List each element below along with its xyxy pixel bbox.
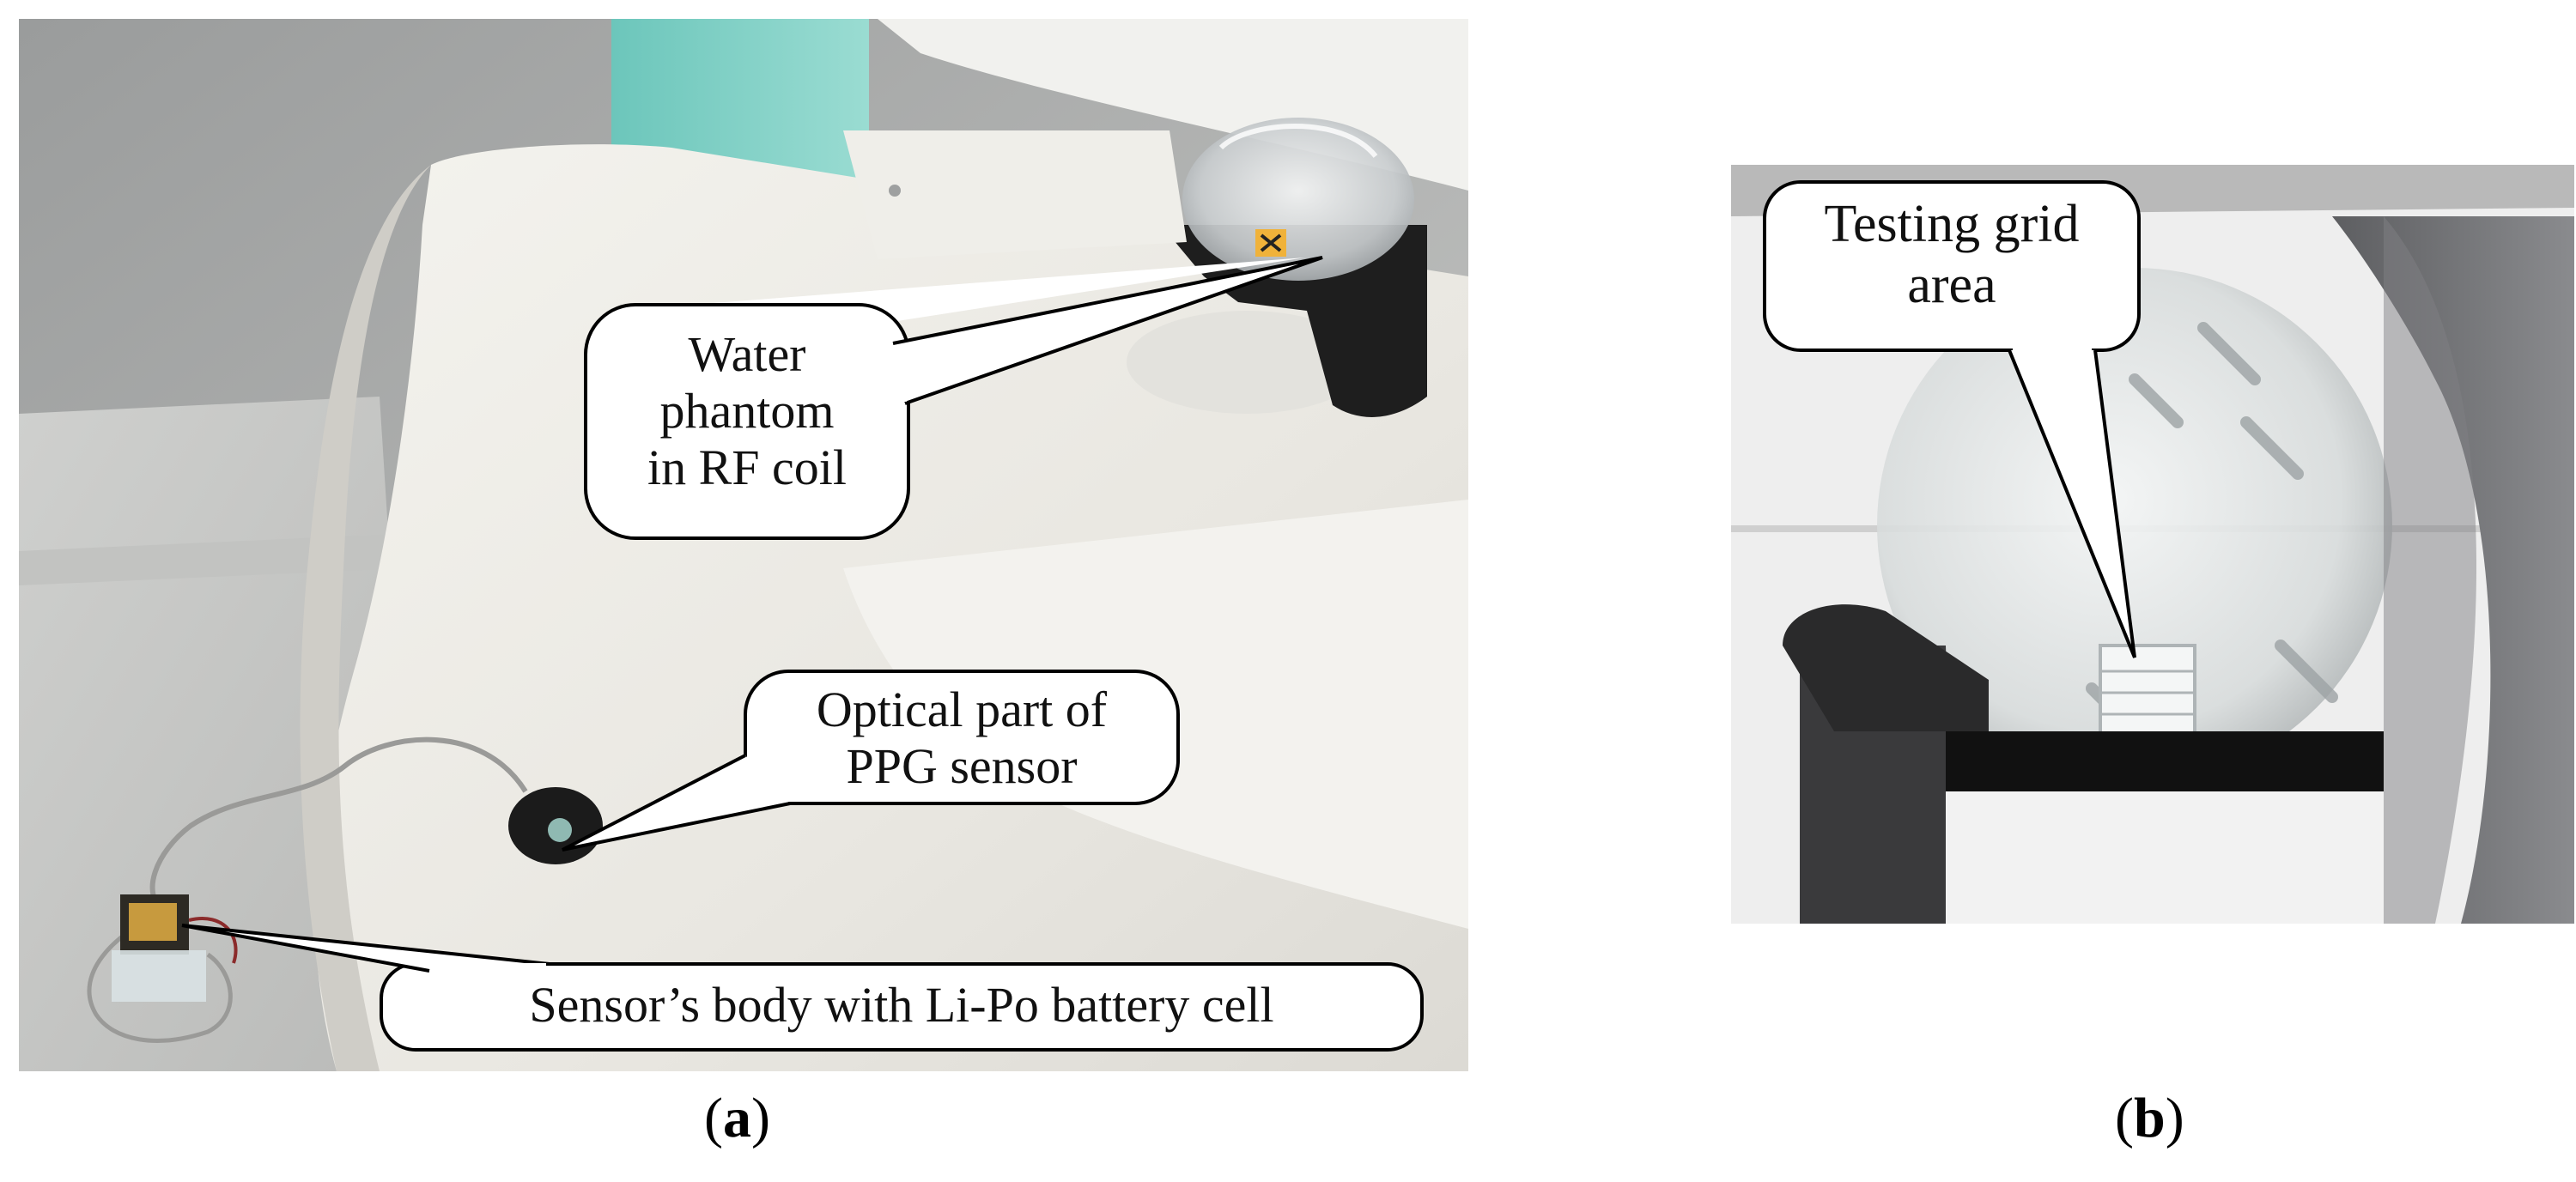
water-phantom-label-line-1: Water <box>688 326 806 382</box>
scanner-arm <box>843 130 1187 259</box>
screw <box>889 185 901 197</box>
optical-part-callout-box <box>744 670 1180 805</box>
sensor-body-label: Sensor’s body with Li-Po battery cell <box>529 977 1274 1033</box>
scanner-arch <box>2332 216 2574 924</box>
sensor-body-pointer <box>181 924 550 973</box>
coil-base <box>1127 311 1367 414</box>
testing-grid-callout-box <box>1763 180 2141 352</box>
caption-panel-a-letter: a <box>722 1087 751 1149</box>
optical-part-label-line-2: PPG sensor <box>846 738 1078 795</box>
lipo-battery-cell <box>112 950 206 1002</box>
testing-grid-label: Testing grid area <box>1765 194 2139 315</box>
sensor-board <box>129 903 177 941</box>
phantom-highlight <box>1218 124 1378 158</box>
optical-part-label: Optical part of PPG sensor <box>745 682 1178 795</box>
testing-grid-photo <box>1731 165 2574 924</box>
scanner-arch-shade <box>2384 216 2476 924</box>
water-phantom-label-line-2: phantom <box>659 383 835 439</box>
holder-cross <box>1946 731 2384 791</box>
testing-grid-pointer <box>2008 349 2136 658</box>
caption-panel-a: (a) <box>704 1087 770 1149</box>
rf-coil-holder <box>1161 225 1427 417</box>
water-phantom-label-line-3: in RF coil <box>647 439 848 496</box>
water-phantom-label: Water phantom in RF coil <box>586 326 908 496</box>
water-phantom <box>1877 268 2392 783</box>
water-phantom-pointer <box>892 256 1323 405</box>
testing-grid-label-line-2: area <box>1907 255 1996 314</box>
water-phantom <box>1182 118 1414 281</box>
sensor-cable-loop <box>87 909 233 1043</box>
water-phantom-callout-box <box>584 303 910 540</box>
caption-panel-b-letter: b <box>2133 1087 2166 1149</box>
caption-panel-b: (b) <box>2115 1087 2184 1149</box>
sensor-body-callout-box <box>380 962 1424 1052</box>
ppg-optical-window <box>548 818 572 842</box>
photo-panel-b <box>1731 165 2574 924</box>
water-phantom-pointer-joint <box>898 344 907 403</box>
floor-light <box>1946 791 2384 924</box>
warning-label-mark <box>1260 233 1282 252</box>
testing-grid-label-line-1: Testing grid <box>1824 195 2080 253</box>
optical-part-pointer-joint <box>746 756 791 803</box>
sensor-cable <box>149 736 528 914</box>
holder-top <box>1783 604 1989 731</box>
optical-part-pointer <box>562 754 791 852</box>
table-edge <box>300 165 431 1071</box>
optical-part-label-line-1: Optical part of <box>816 682 1108 737</box>
